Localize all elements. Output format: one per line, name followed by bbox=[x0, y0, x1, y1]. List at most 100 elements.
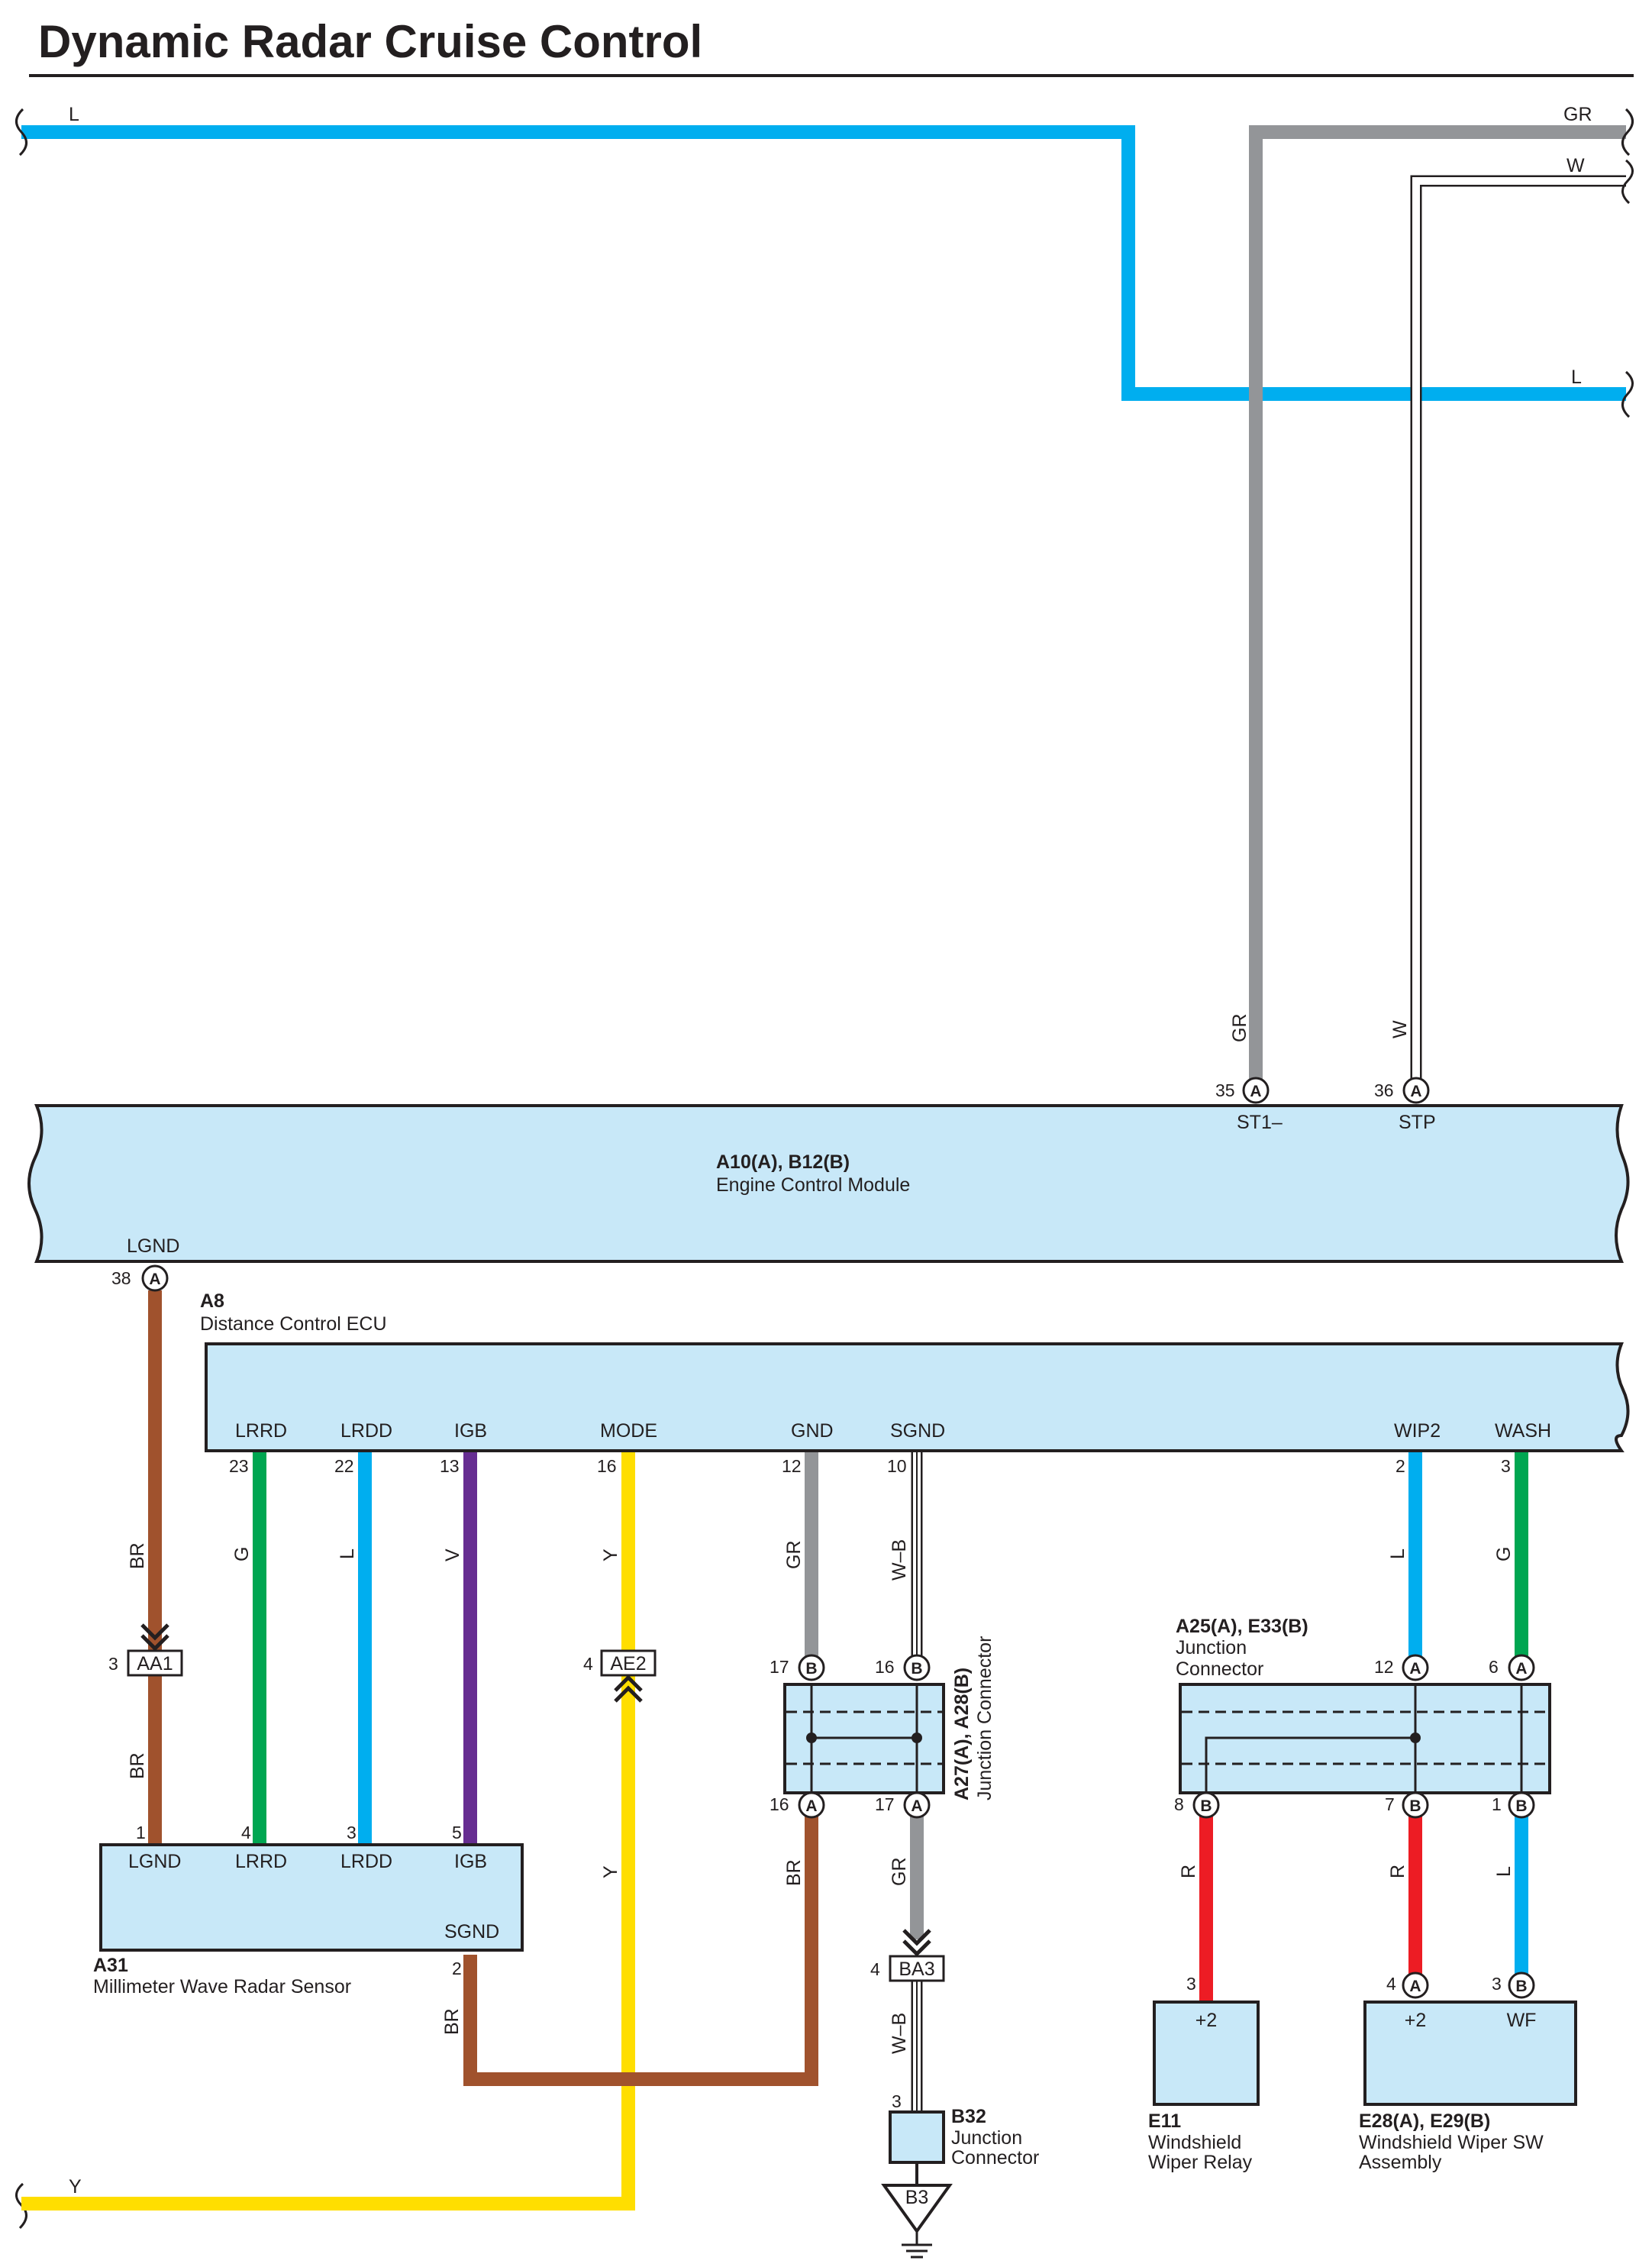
radar-pin-lrdd-num: 3 bbox=[347, 1823, 357, 1842]
jc-a27-br-conn: A bbox=[911, 1797, 922, 1815]
radar-pin-lrrd-label: LRRD bbox=[235, 1851, 287, 1872]
dist-pin-wash-num: 3 bbox=[1501, 1456, 1511, 1476]
radar-pin-lrrd-num: 4 bbox=[241, 1823, 251, 1842]
jc-a25-br-circle bbox=[1508, 1791, 1535, 1819]
break-top-right-2 bbox=[1621, 159, 1634, 205]
wire-label-br-sgnd: BR bbox=[441, 2008, 463, 2035]
wire-label-l-wip2: L bbox=[1387, 1548, 1408, 1559]
e28-pin-b-num: 3 bbox=[1492, 1974, 1502, 1994]
ae2-chevron-icon bbox=[614, 1674, 643, 1703]
radar-pin-igb-label: IGB bbox=[454, 1851, 487, 1872]
e11-sub2: Wiper Relay bbox=[1148, 2152, 1253, 2173]
ecm-pin-stp-num: 36 bbox=[1374, 1080, 1394, 1100]
wire-label-gr-vertical: GR bbox=[1229, 1014, 1250, 1043]
wire-label-l-3: L bbox=[1493, 1866, 1515, 1877]
ba3-name: BA3 bbox=[899, 1959, 934, 1980]
jc-a25-tm-num: 12 bbox=[1374, 1657, 1394, 1677]
splice-aa1: AA1 3 bbox=[108, 1623, 183, 1677]
jc-a27-br-num: 17 bbox=[875, 1794, 895, 1814]
jc-a27-tr-circle bbox=[903, 1654, 931, 1681]
e28-pin-a-label: +2 bbox=[1405, 2010, 1427, 2031]
radar-pin-lrdd-label: LRDD bbox=[340, 1851, 392, 1872]
wire-y-mode bbox=[21, 1451, 635, 2210]
ba3-chevron-icon bbox=[902, 1929, 931, 1957]
radar-pin-lgnd-num: 1 bbox=[136, 1823, 146, 1842]
wire-label-v-igb: V bbox=[442, 1548, 463, 1561]
wire-gr-top bbox=[1249, 125, 1626, 1092]
ecm-pin-stp-circle bbox=[1402, 1077, 1430, 1104]
jc-a27-tr-num: 16 bbox=[875, 1657, 895, 1677]
radar-pin-igb-num: 5 bbox=[452, 1823, 462, 1842]
wire-label-r-1: R bbox=[1178, 1865, 1199, 1878]
junction-connector-a27: 17 B 16 B 16 A 17 A A27(A), A28(B) Junct… bbox=[770, 1636, 995, 1819]
dist-pin-lrrd-label: LRRD bbox=[235, 1420, 287, 1442]
b32-sub2: Connector bbox=[951, 2147, 1039, 2169]
aa1-box bbox=[127, 1649, 183, 1677]
wire-label-top-right-2: W bbox=[1566, 155, 1585, 176]
jc-a25-bm-circle bbox=[1402, 1791, 1429, 1819]
break-top-left bbox=[15, 108, 27, 157]
jc-a25-bm-num: 7 bbox=[1385, 1794, 1395, 1814]
jc-a25-bl-conn: B bbox=[1200, 1797, 1212, 1815]
dist-pin-lrrd-num: 23 bbox=[229, 1456, 249, 1476]
ae2-pin: 4 bbox=[583, 1654, 593, 1674]
dist-pin-mode-label: MODE bbox=[600, 1420, 657, 1442]
b32-code: B32 bbox=[951, 2106, 986, 2127]
e28-code: E28(A), E29(B) bbox=[1359, 2110, 1490, 2132]
e28-pin-b-label: WF bbox=[1507, 2010, 1537, 2031]
ground-b3-triangle bbox=[881, 2184, 953, 2234]
ecm-body bbox=[27, 1104, 1630, 1263]
break-top-right-3 bbox=[1621, 370, 1634, 418]
dist-pin-sgnd-label: SGND bbox=[890, 1420, 945, 1442]
lower-wires bbox=[21, 1290, 1528, 2210]
ecm-pin-lgnd-circle bbox=[141, 1264, 169, 1292]
e28-sub1: Windshield Wiper SW bbox=[1359, 2132, 1544, 2153]
ecm-code: A10(A), B12(B) bbox=[716, 1151, 850, 1173]
page-title: Dynamic Radar Cruise Control bbox=[38, 16, 702, 67]
ecm-pin-lgnd-conn: A bbox=[149, 1271, 160, 1288]
top-wires bbox=[21, 125, 1626, 1092]
wire-label-l-lrdd: L bbox=[337, 1548, 358, 1559]
ecm-pin-st1-conn: A bbox=[1250, 1083, 1261, 1100]
ecm-name: Engine Control Module bbox=[716, 1174, 910, 1196]
splice-ba3: BA3 4 bbox=[870, 1929, 945, 1982]
wire-label-g-lrrd: G bbox=[231, 1547, 253, 1561]
jc-a25-br-conn: B bbox=[1515, 1797, 1527, 1815]
wire-w-top-fill bbox=[1412, 177, 1626, 1092]
jc-a25-sub1: Junction bbox=[1176, 1637, 1247, 1658]
ecm-pin-stp-label: STP bbox=[1399, 1112, 1436, 1133]
jc-a25-tr-circle bbox=[1508, 1654, 1535, 1681]
aa1-pin: 3 bbox=[108, 1654, 118, 1674]
wire-label-w-vertical: W bbox=[1389, 1020, 1411, 1038]
wire-label-gr-gnd: GR bbox=[783, 1541, 805, 1570]
jc-a25-sub2: Connector bbox=[1176, 1658, 1263, 1680]
jc-a27-tl-num: 17 bbox=[770, 1657, 789, 1677]
dist-pin-igb-num: 13 bbox=[440, 1456, 460, 1476]
dist-ecu-name: Distance Control ECU bbox=[200, 1313, 387, 1335]
b32-sub1: Junction bbox=[951, 2127, 1022, 2149]
break-top-right-1 bbox=[1621, 108, 1634, 157]
ecm-block: A10(A), B12(B) Engine Control Module 35 … bbox=[27, 1077, 1630, 1292]
jc-a27-name: A27(A), A28(B) bbox=[951, 1668, 973, 1800]
b32-block: 3 B32 Junction Connector B3 bbox=[881, 2091, 1039, 2259]
e28-body bbox=[1363, 2001, 1577, 2106]
ecm-pin-st1-circle bbox=[1242, 1077, 1270, 1104]
jc-a27-bl-num: 16 bbox=[770, 1794, 789, 1814]
jc-a25-tm-conn: A bbox=[1409, 1660, 1421, 1678]
e28-block: 4 A 3 B +2 WF E28(A), E29(B) Windshield … bbox=[1359, 1972, 1577, 2173]
dist-pin-gnd-label: GND bbox=[791, 1420, 834, 1442]
radar-pin-sgnd-num: 2 bbox=[452, 1959, 462, 1978]
wire-br-sgnd bbox=[463, 1810, 818, 2086]
e28-pin-a-num: 4 bbox=[1386, 1974, 1396, 1994]
jc-a25-tm-circle bbox=[1402, 1654, 1429, 1681]
wire-color-labels: BR G L V Y GR W–B L G BR Y BR GR W–B BR … bbox=[127, 1539, 1515, 2054]
wire-label-br-2: BR bbox=[127, 1752, 148, 1779]
e11-pin: 3 bbox=[1186, 1974, 1196, 1994]
dist-pin-wash-label: WASH bbox=[1495, 1420, 1551, 1442]
radar-code: A31 bbox=[93, 1955, 128, 1976]
e11-sub1: Windshield bbox=[1148, 2132, 1241, 2153]
e28-pin-a-conn: A bbox=[1409, 1978, 1421, 1995]
wire-label-y-2: Y bbox=[600, 1865, 621, 1878]
jc-a27-junction-dot-left bbox=[806, 1733, 817, 1743]
dist-pin-lrdd-num: 22 bbox=[334, 1456, 354, 1476]
